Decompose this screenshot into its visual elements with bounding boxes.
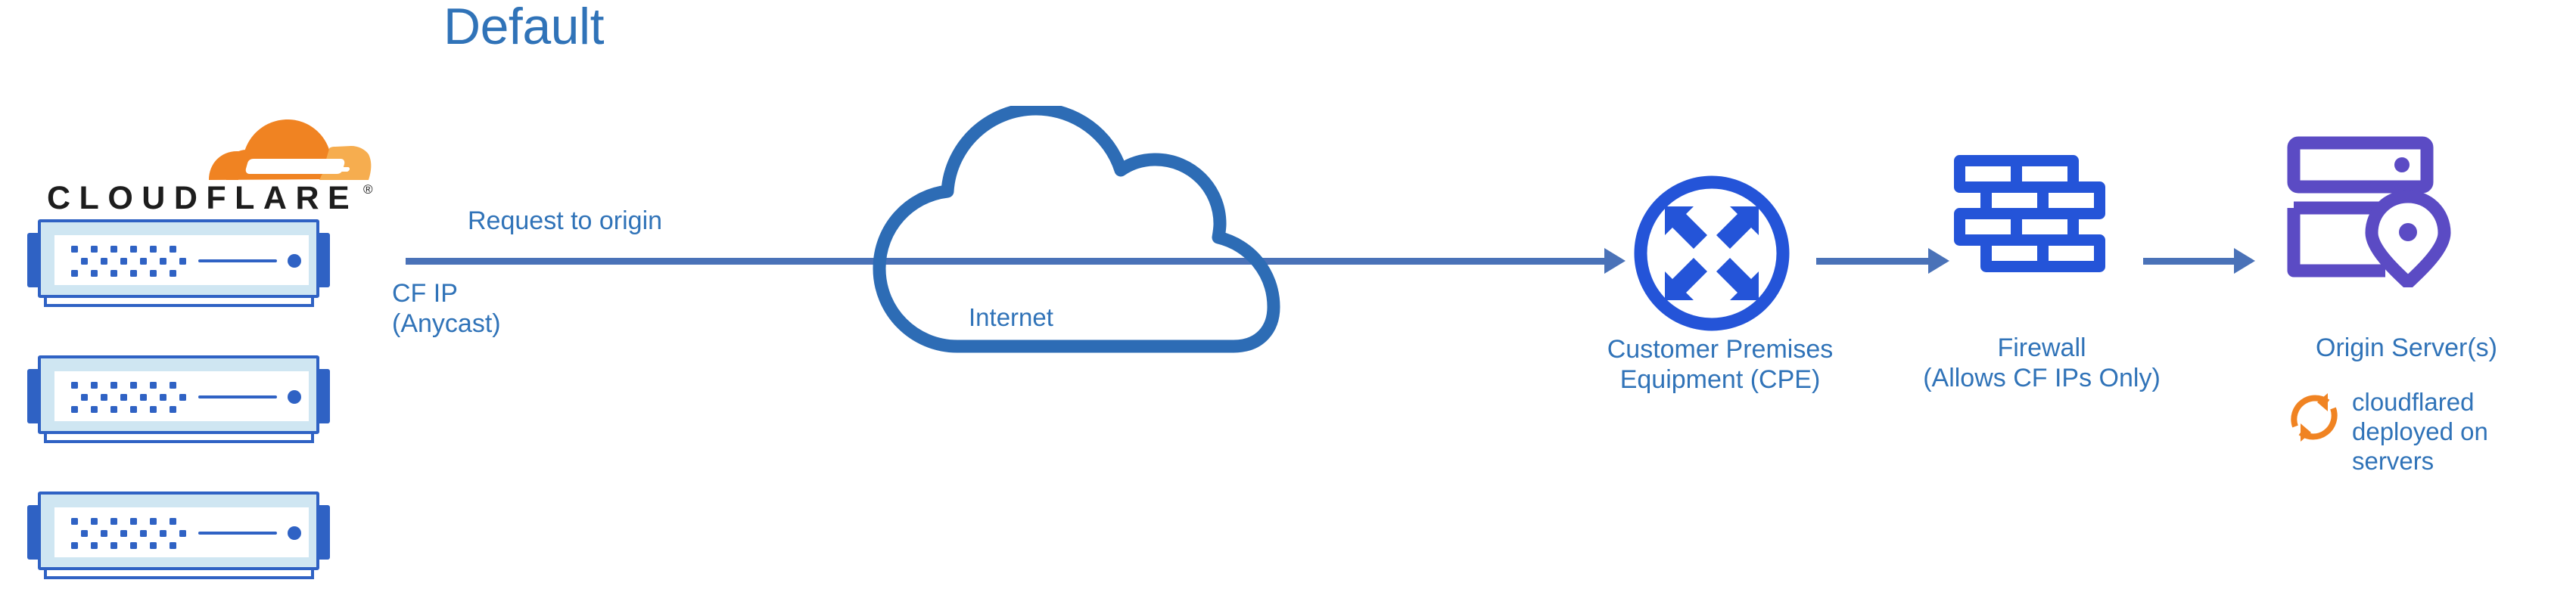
cpe-line-2: Equipment (CPE) (1619, 365, 1821, 394)
cf-ip-line-2: (Anycast) (392, 309, 501, 338)
server-front-panel (54, 507, 309, 557)
cloudflared-annotation (2284, 387, 2344, 451)
arrow-edge-to-cpe-shaft (406, 258, 1607, 265)
node-label-origin: Origin Server(s) (2251, 333, 2562, 363)
cloud-outline-icon (873, 102, 1280, 353)
internet-cloud-node (825, 102, 1294, 367)
server-front-panel (54, 371, 309, 421)
cloudflare-wordmark: CLOUDFLARE (47, 180, 359, 216)
node-label-internet: Internet (969, 303, 1053, 331)
cloudflare-cloud-icon (209, 119, 372, 180)
cloudflared-line-3: servers (2352, 447, 2434, 475)
server-front-panel (54, 235, 309, 285)
cpe-node (1629, 170, 1795, 340)
refresh-cycle-icon (2291, 393, 2338, 442)
list-item (27, 490, 330, 579)
server-ports-icon (71, 246, 186, 277)
edge-label-request-to-origin: Request to origin (468, 206, 663, 235)
server-chassis (38, 355, 319, 434)
arrow-edge-to-cpe-head (1604, 248, 1626, 274)
list-item (27, 354, 330, 443)
brick-wall-icon (1954, 155, 2105, 272)
origin-line-1: Origin Server(s) (2316, 333, 2497, 362)
cf-ip-line-1: CF IP (392, 279, 458, 308)
cloudflared-line-2: deployed on (2352, 417, 2488, 445)
cpe-line-1: Customer Premises (1607, 335, 1834, 364)
page-title: Default (443, 0, 604, 55)
arrow-firewall-to-origin-shaft (2143, 258, 2234, 265)
server-slot-line (198, 532, 277, 535)
node-label-firewall: Firewall (Allows CF IPs Only) (1883, 333, 2201, 393)
cloudflare-logo: CLOUDFLARE ® (30, 107, 378, 228)
server-led-icon (288, 254, 301, 268)
router-arrows-icon (1634, 175, 1790, 331)
node-label-cpe: Customer Premises Equipment (CPE) (1557, 334, 1883, 395)
server-ports-icon (71, 518, 186, 549)
arrow-cpe-to-firewall-shaft (1816, 258, 1928, 265)
server-slot-line (198, 259, 277, 262)
arrow-cpe-to-firewall-head (1928, 248, 1949, 274)
origin-server-node (2287, 136, 2461, 291)
server-chassis (38, 219, 319, 298)
registered-trademark-icon: ® (363, 182, 373, 197)
cloudflared-line-1: cloudflared (2352, 388, 2475, 416)
annotation-label-cloudflared: cloudflared deployed on servers (2352, 387, 2488, 476)
arrow-firewall-to-origin-head (2234, 248, 2255, 274)
firewall-node (1954, 155, 2105, 295)
edge-label-cf-ip: CF IP (Anycast) (392, 278, 501, 339)
firewall-line-2: (Allows CF IPs Only) (1923, 364, 2161, 392)
server-chassis (38, 492, 319, 570)
server-slot-line (198, 395, 277, 398)
server-ports-icon (71, 382, 186, 413)
list-item (27, 218, 330, 307)
server-location-pin-icon (2287, 136, 2451, 290)
server-led-icon (288, 390, 301, 404)
server-led-icon (288, 526, 301, 540)
firewall-line-1: Firewall (1997, 333, 2086, 362)
